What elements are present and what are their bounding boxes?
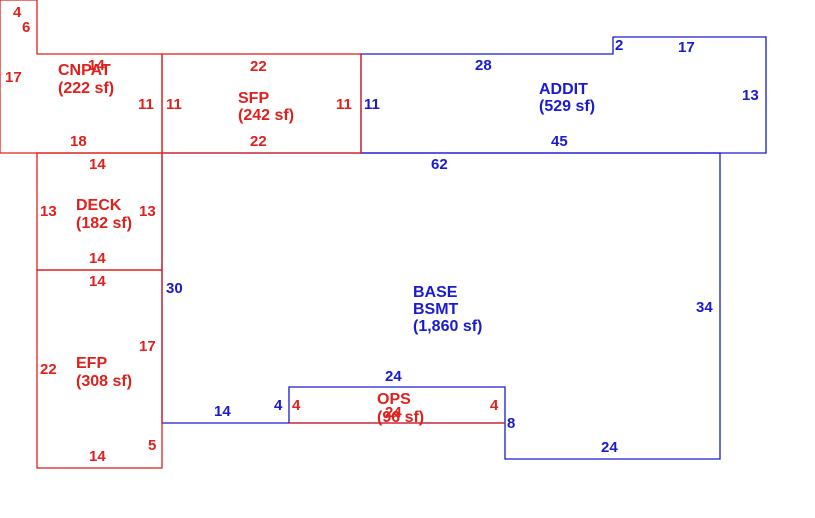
dim-base-right: 34	[696, 299, 713, 316]
ops-size: (96 sf)	[377, 409, 424, 426]
dim-efp-right-lower: 5	[148, 437, 156, 454]
dim-base-left: 30	[166, 280, 183, 297]
addit-size: (529 sf)	[539, 98, 595, 115]
dim-base-top: 62	[431, 156, 448, 173]
dim-addit-step-top: 17	[678, 39, 695, 56]
sfp-outline	[161, 53, 362, 154]
cnpat-size: (222 sf)	[58, 80, 114, 97]
dim-addit-step-side: 2	[615, 37, 623, 54]
dim-addit-bottom: 45	[551, 133, 568, 150]
ops-name: OPS	[377, 391, 411, 408]
dim-efp-top: 14	[89, 273, 106, 290]
dim-cnpat-right: 11	[138, 96, 154, 113]
dim-deck-bottom: 14	[89, 250, 106, 267]
base-name-line2: BSMT	[413, 301, 459, 318]
dim-cnpat-bottom: 18	[70, 133, 87, 150]
deck-name: DECK	[76, 197, 122, 214]
ops-top-outline	[288, 386, 506, 423]
dim-sfp-right: 11	[336, 96, 352, 113]
dim-efp-left: 22	[40, 361, 57, 378]
dim-ops-bottom: 24	[385, 404, 402, 421]
dim-addit-top: 28	[475, 57, 492, 74]
efp-outline	[36, 269, 163, 469]
dim-cnpat-notch-top: 4	[13, 4, 22, 21]
dim-sfp-bottom: 22	[250, 133, 267, 150]
cnpat-name: CNPAT	[58, 62, 111, 79]
dim-base-step-left-side: 4	[274, 397, 283, 414]
dim-ops-left: 4	[292, 397, 301, 414]
dim-ops-top: 24	[385, 368, 402, 385]
dim-deck-right: 13	[139, 203, 156, 220]
base-name-line1: BASE	[413, 284, 458, 301]
efp-name: EFP	[76, 355, 107, 372]
dim-addit-right: 13	[742, 87, 759, 104]
dim-sfp-top: 22	[250, 58, 267, 75]
dim-efp-bottom: 14	[89, 448, 106, 465]
dim-deck-left: 13	[40, 203, 57, 220]
dim-cnpat-top: 14	[88, 57, 105, 74]
dim-deck-top: 14	[89, 156, 106, 173]
deck-size: (182 sf)	[76, 215, 132, 232]
dim-cnpat-notch-side: 6	[22, 19, 30, 36]
dim-base-step-right-side: 8	[507, 415, 515, 432]
base-size: (1,860 sf)	[413, 318, 482, 335]
dim-ops-right: 4	[490, 397, 499, 414]
dim-base-step-left-bottom: 14	[214, 403, 231, 420]
dim-addit-left: 11	[364, 96, 380, 113]
sfp-size: (242 sf)	[238, 107, 294, 124]
efp-size: (308 sf)	[76, 373, 132, 390]
dim-sfp-left: 11	[166, 96, 182, 113]
addit-name: ADDIT	[539, 81, 588, 98]
dim-efp-right: 17	[139, 338, 156, 355]
dim-base-bottom: 24	[601, 439, 618, 456]
dim-cnpat-left: 17	[5, 69, 22, 86]
sfp-name: SFP	[238, 90, 269, 107]
